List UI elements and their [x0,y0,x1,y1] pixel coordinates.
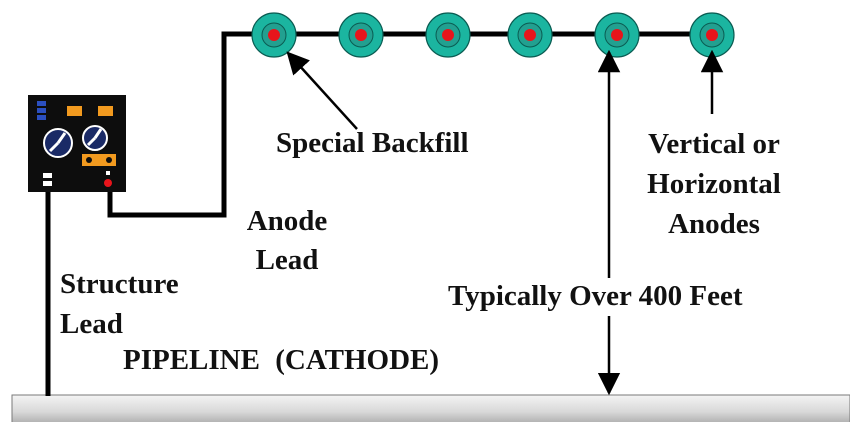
anode-icon [251,12,297,58]
gauge-icon [82,125,108,151]
structure-lead-line-1: Structure [60,268,179,300]
anodes-type-line-3: Anodes [668,208,760,240]
anode-icon [338,12,384,58]
anode-lead-line-1: Anode [246,205,328,237]
anodes-type-line-1: Vertical or [648,128,780,160]
distance-label: Typically Over 400 Feet [445,282,746,311]
cathode-word: (CATHODE) [275,344,440,376]
structure-lead-label: Structure Lead [60,264,179,344]
anodes-type-label: Vertical or Horizontal Anodes [620,124,808,244]
anode-icon [425,12,471,58]
positive-terminal [104,171,112,187]
pipeline-word: PIPELINE [123,344,260,376]
anode-lead-line-2: Lead [255,244,319,276]
anode-lead-wire [107,31,712,218]
anode-lead-label: Anode Lead [232,202,342,280]
negative-terminal [43,173,52,186]
gauge-icon [43,128,73,158]
anode-icon [507,12,553,58]
pipeline-label: PIPELINE (CATHODE) [123,346,439,375]
anode-icon [594,12,640,58]
anode-icon [689,12,735,58]
rectifier-icon [28,95,126,192]
anodes-type-line-2: Horizontal [647,168,781,200]
structure-lead-line-2: Lead [60,308,123,340]
pipeline [11,394,850,422]
special-backfill-label: Special Backfill [276,127,469,159]
special-backfill-arrow [286,51,358,130]
